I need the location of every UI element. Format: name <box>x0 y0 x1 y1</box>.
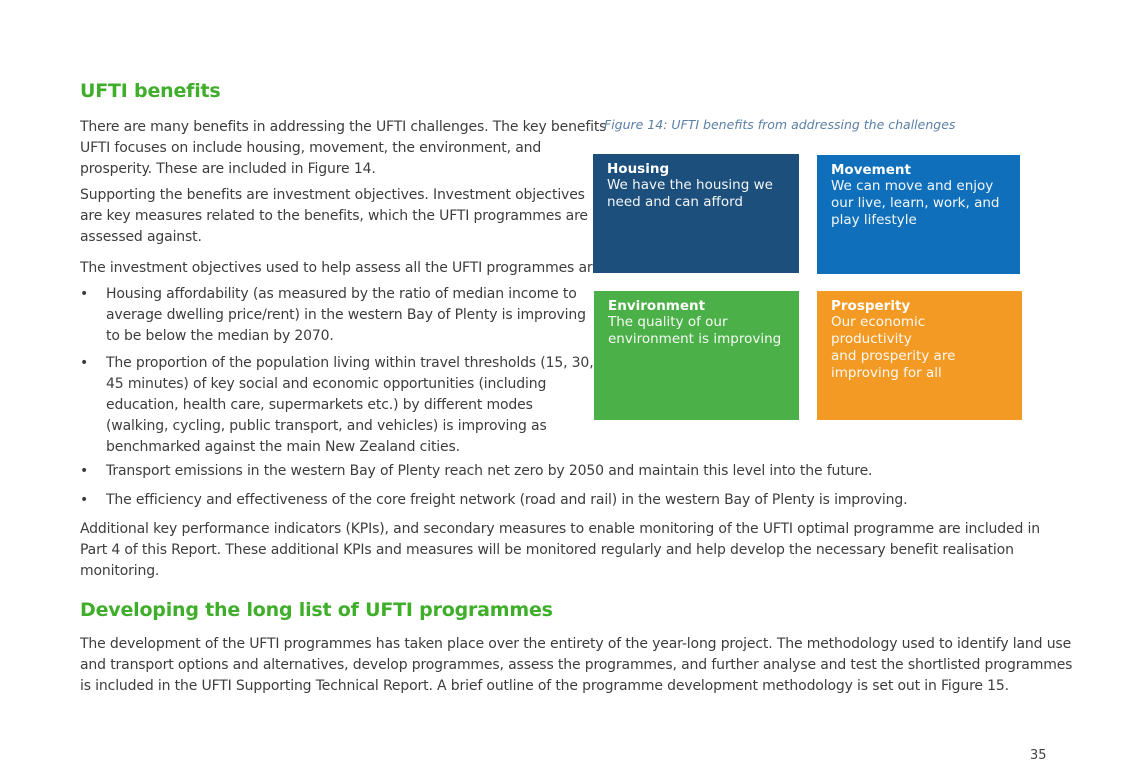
text-line: benchmarked against the main New Zealand… <box>106 439 460 455</box>
benefit-tile-prosperity: Prosperity Our economic productivity and… <box>817 291 1022 420</box>
text-line: Additional key performance indicators (K… <box>80 521 1040 537</box>
tile-text-line: environment is improving <box>608 331 782 347</box>
bullet-item-travel-thresholds: • The proportion of the population livin… <box>80 353 600 458</box>
text-line: and transport options and alternatives, … <box>80 657 1073 673</box>
paragraph-intro: There are many benefits in addressing th… <box>80 117 606 180</box>
bullet-item-freight-network: • The efficiency and effectiveness of th… <box>80 490 1040 511</box>
tile-text-line: need and can afford <box>607 194 743 210</box>
page-number: 35 <box>1030 748 1047 763</box>
text-line: education, health care, supermarkets etc… <box>106 397 533 413</box>
tile-text-line: Our economic productivity <box>831 314 926 347</box>
tile-title: Movement <box>831 162 911 178</box>
text-line: to be below the median by 2070. <box>106 328 334 344</box>
tile-title: Environment <box>608 298 706 314</box>
bullet-marker: • <box>80 355 89 371</box>
bullet-marker: • <box>80 463 89 479</box>
text-line: Housing affordability (as measured by th… <box>106 286 577 302</box>
text-line: There are many benefits in addressing th… <box>80 119 607 135</box>
benefit-tile-movement: Movement We can move and enjoy our live,… <box>817 155 1020 274</box>
text-line: The proportion of the population living … <box>106 355 594 371</box>
tile-text-line: improving for all <box>831 365 942 381</box>
benefit-tile-housing: Housing We have the housing we need and … <box>593 154 799 273</box>
tile-title: Prosperity <box>831 298 911 314</box>
paragraph-kpis: Additional key performance indicators (K… <box>80 519 1040 582</box>
paragraph-objectives-lead: The investment objectives used to help a… <box>80 260 606 276</box>
bullet-item-transport-emissions: • Transport emissions in the western Bay… <box>80 461 1040 482</box>
tile-text-line: and prosperity are <box>831 348 956 364</box>
text-line: (walking, cycling, public transport, and… <box>106 418 547 434</box>
paragraph-investment-objectives: Supporting the benefits are investment o… <box>80 185 588 248</box>
text-line: is included in the UFTI Supporting Techn… <box>80 678 1009 694</box>
text-line: monitoring. <box>80 563 160 579</box>
bullet-marker: • <box>80 286 89 302</box>
bullet-marker: • <box>80 492 89 508</box>
text-line: prosperity. These are included in Figure… <box>80 161 376 177</box>
tile-text-line: The quality of our <box>608 314 728 330</box>
tile-text-line: We can move and enjoy <box>831 178 994 194</box>
text-line: 45 minutes) of key social and economic o… <box>106 376 547 392</box>
section-heading-long-list: Developing the long list of UFTI program… <box>80 599 553 621</box>
text-line: assessed against. <box>80 229 202 245</box>
benefit-tile-environment: Environment The quality of our environme… <box>594 291 799 420</box>
figure-caption: Figure 14: UFTI benefits from addressing… <box>604 117 956 132</box>
text-line: average dwelling price/rent) in the west… <box>106 307 586 323</box>
text-line: The development of the UFTI programmes h… <box>80 636 1072 652</box>
text-line: UFTI focuses on include housing, movemen… <box>80 140 542 156</box>
paragraph-programme-development: The development of the UFTI programmes h… <box>80 634 1072 697</box>
bullet-item-housing-affordability: • Housing affordability (as measured by … <box>80 284 600 347</box>
text-line: The efficiency and effectiveness of the … <box>106 492 908 508</box>
tile-text-line: We have the housing we <box>607 177 773 193</box>
text-line: Transport emissions in the western Bay o… <box>106 463 873 479</box>
text-line: Part 4 of this Report. These additional … <box>80 542 1014 558</box>
text-line: Supporting the benefits are investment o… <box>80 187 585 203</box>
tile-title: Housing <box>607 161 670 177</box>
section-heading-ufti-benefits: UFTI benefits <box>80 80 221 102</box>
tile-text-line: play lifestyle <box>831 212 917 228</box>
text-line: are key measures related to the benefits… <box>80 208 588 224</box>
tile-text-line: our live, learn, work, and <box>831 195 1000 211</box>
